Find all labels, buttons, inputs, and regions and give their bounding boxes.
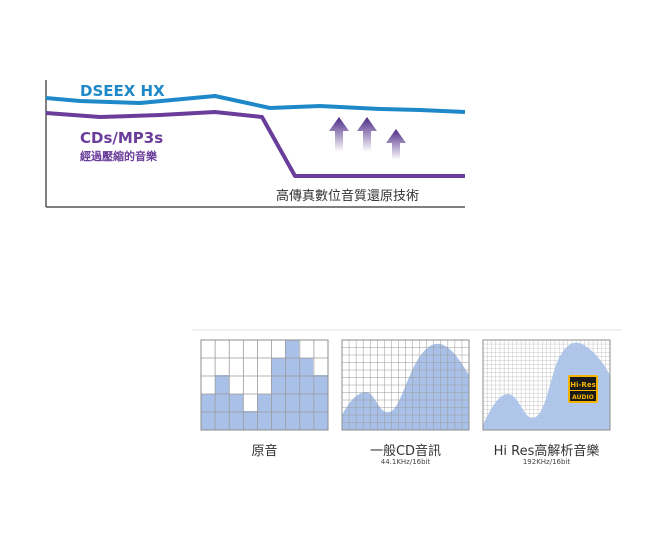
dseex-line — [45, 94, 466, 114]
panel-title-hires: Hi Res高解析音樂 — [493, 444, 600, 459]
compressed-label: 經過壓縮的音樂 — [80, 149, 158, 163]
cd-audio-panel — [341, 339, 470, 431]
up-arrow-icon — [329, 117, 349, 152]
hires-badge-line1: Hi-Res — [570, 381, 595, 389]
panel-title-cd: 一般CD音訊 — [369, 444, 442, 459]
original-wave — [201, 340, 328, 430]
original-sound-panel — [200, 339, 329, 431]
cds-label: CDs/MP3s — [80, 129, 163, 147]
upgrade-arrows — [329, 117, 406, 160]
panel-subtitle-cd: 44.1KHz/16bit — [380, 458, 431, 466]
dseex-label: DSEEX HX — [80, 82, 165, 100]
sampling-comparison: Hi-Res AUDIO 原音 一般CD音訊 44.1KHz/16bit Hi … — [0, 320, 650, 480]
hires-panel: Hi-Res AUDIO — [482, 339, 611, 431]
dseex-comparison-diagram: DSEEX HX CDs/MP3s 經過壓縮的音樂 高傳真數位音質還原技術 — [45, 80, 466, 208]
cds-line — [45, 110, 465, 178]
panel-subtitle-hires: 192KHz/16bit — [522, 458, 571, 466]
panel-title-original: 原音 — [251, 444, 278, 459]
up-arrow-icon — [357, 117, 377, 152]
hires-audio-badge: Hi-Res AUDIO — [568, 375, 598, 403]
up-arrow-icon — [386, 129, 406, 160]
hires-wave — [483, 342, 610, 430]
dseex-caption: 高傳真數位音質還原技術 — [276, 188, 419, 204]
hires-badge-line2: AUDIO — [572, 394, 594, 401]
